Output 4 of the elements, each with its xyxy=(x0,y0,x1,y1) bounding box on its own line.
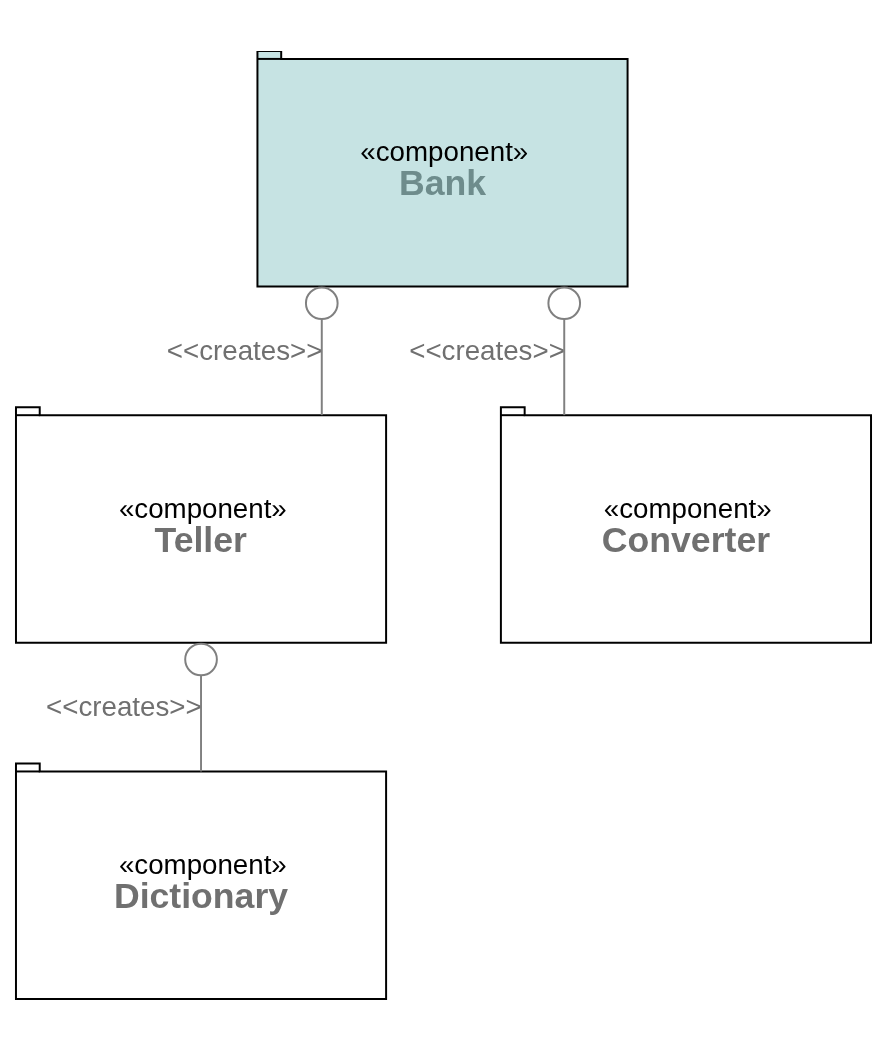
edge-label: <<creates>> xyxy=(166,334,323,366)
connector xyxy=(304,285,339,416)
connector xyxy=(184,642,218,772)
connector xyxy=(547,285,582,416)
